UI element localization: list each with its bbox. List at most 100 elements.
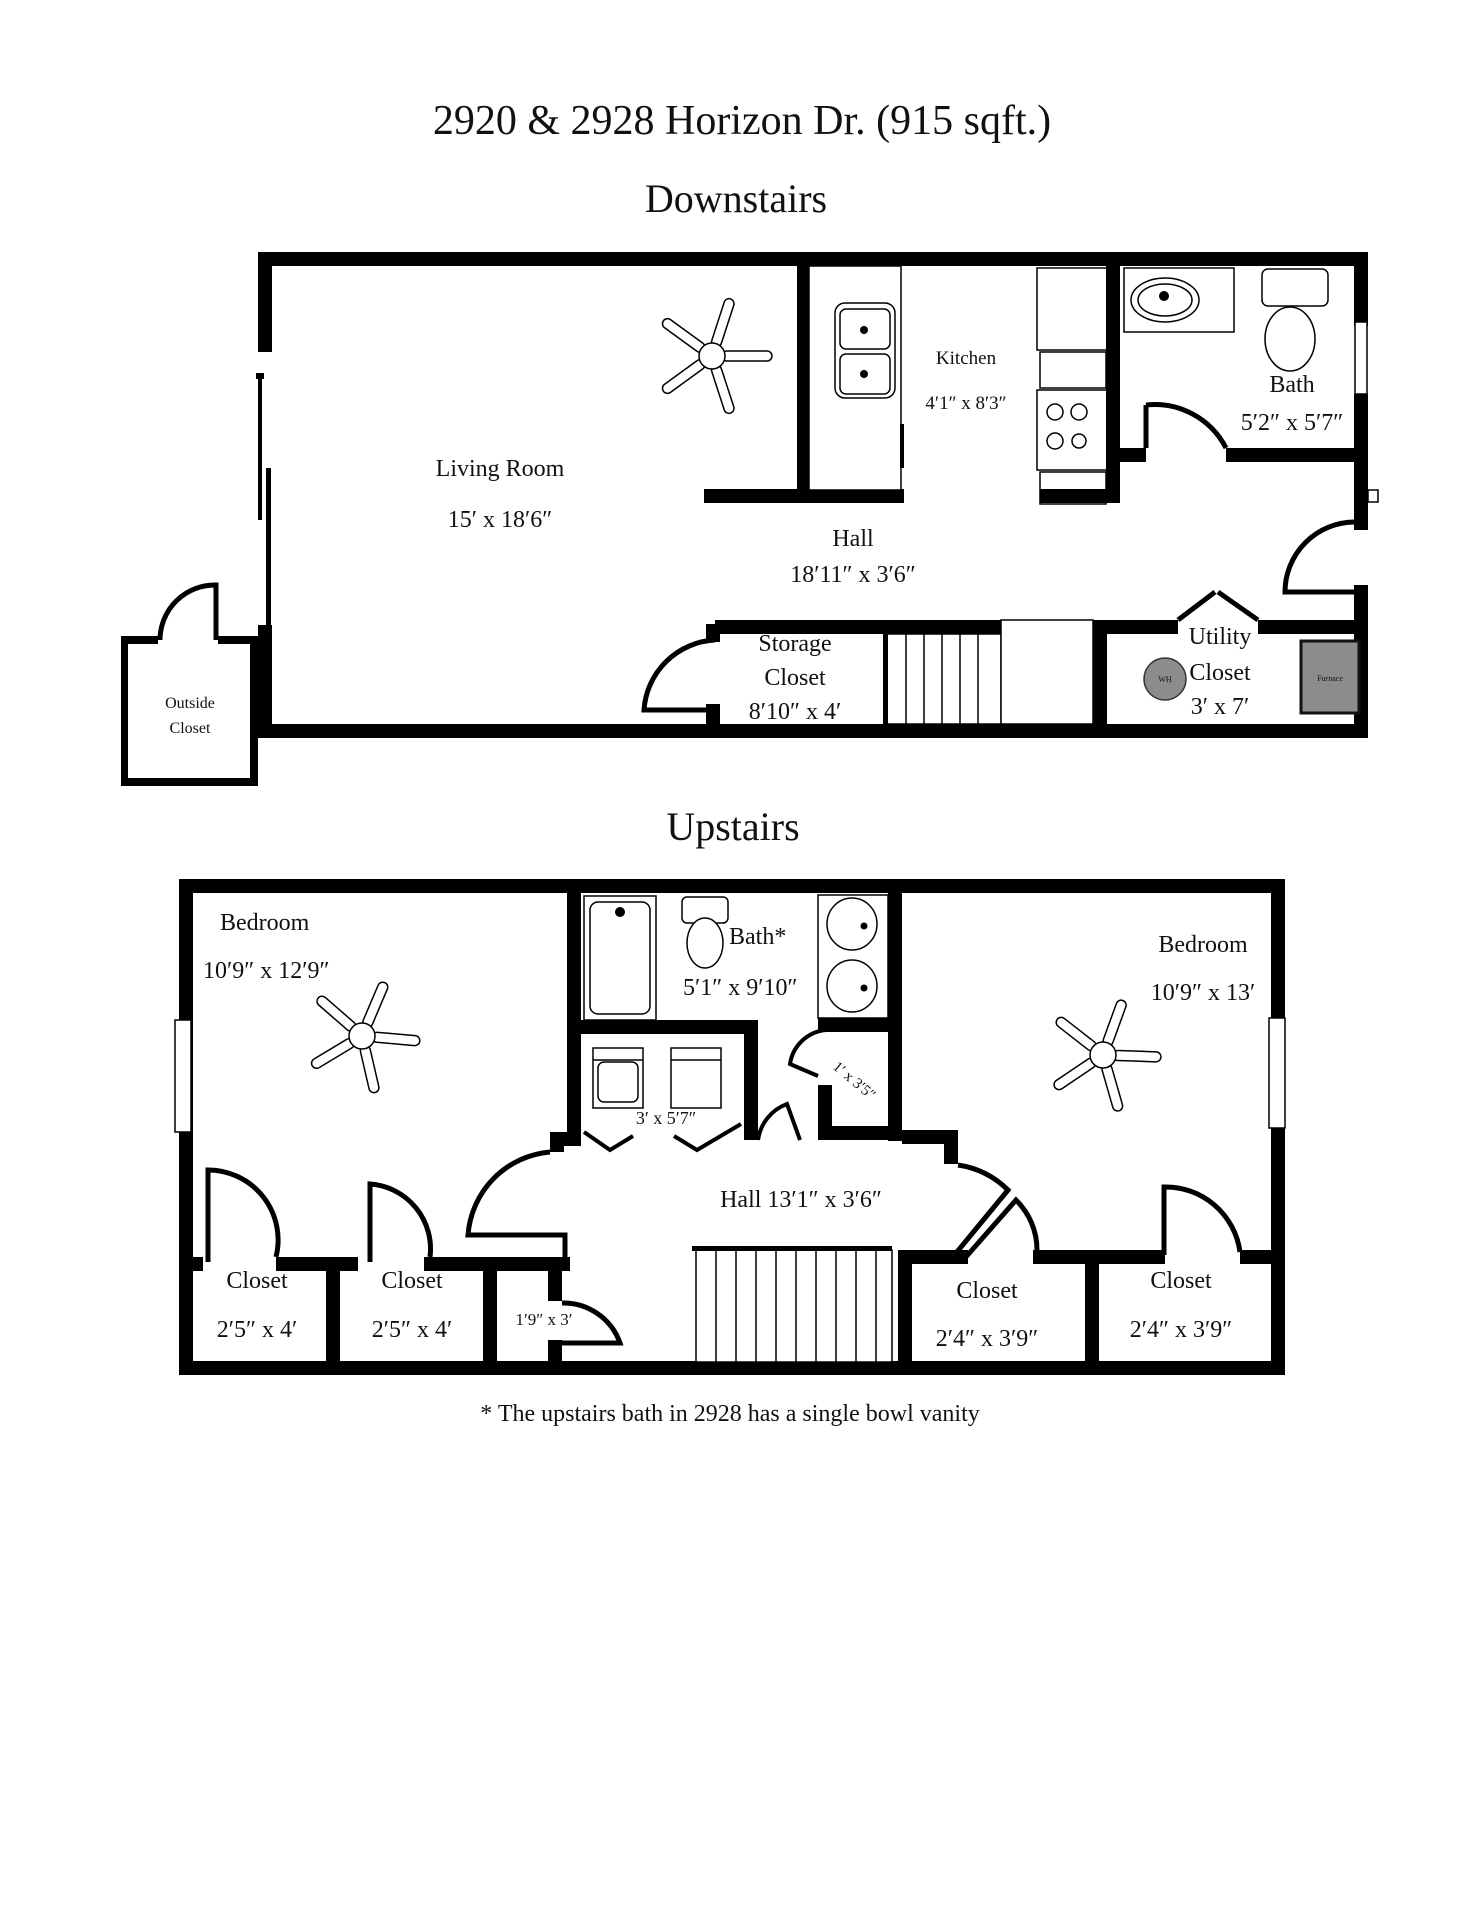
wall <box>706 704 720 726</box>
page-title: 2920 & 2928 Horizon Dr. (915 sqft.) <box>433 98 1051 144</box>
wall <box>1085 1250 1099 1375</box>
wall <box>581 1020 756 1034</box>
closet-label: Closet <box>381 1268 443 1294</box>
wall <box>706 624 720 642</box>
closet-label: Closet <box>1150 1268 1212 1294</box>
bath-label: Bath <box>1269 372 1314 398</box>
vanity-sink <box>826 897 878 951</box>
wall <box>818 1126 902 1140</box>
wall <box>1258 620 1368 634</box>
wall <box>704 489 904 503</box>
closet-door <box>561 1300 624 1346</box>
bedroom-right-size: 10′9″ x 13′ <box>1151 980 1256 1006</box>
wall <box>258 252 1368 266</box>
bedroom-left-size: 10′9″ x 12′9″ <box>203 958 330 984</box>
laundry-door <box>756 1101 802 1141</box>
closet-size: 2′5″ x 4′ <box>217 1317 298 1343</box>
utility-closet-label: Utility <box>1189 624 1252 650</box>
upstairs-bath-label: Bath* <box>729 924 786 950</box>
living-room-size: 15′ x 18′6″ <box>448 507 553 533</box>
laundry-bifold-door <box>582 1122 743 1153</box>
burner <box>1070 403 1088 421</box>
bedroom-left-label: Bedroom <box>220 910 310 936</box>
storage-closet-label: Storage <box>758 631 831 657</box>
wall <box>276 1257 358 1271</box>
drain <box>860 370 868 378</box>
wall <box>898 1250 968 1264</box>
closet-size: 2′4″ x 3′9″ <box>936 1326 1039 1352</box>
wall <box>1093 620 1107 738</box>
wall <box>883 634 888 724</box>
washer-drum <box>597 1061 639 1103</box>
window <box>1354 321 1368 395</box>
closet-door <box>205 1167 281 1262</box>
wall <box>888 879 902 1141</box>
toilet-bowl <box>686 917 724 969</box>
dishwasher-edge <box>900 424 904 468</box>
downstairs-heading: Downstairs <box>645 176 827 221</box>
wall <box>818 1085 832 1140</box>
ceiling-fan-icon <box>661 297 773 415</box>
wall <box>797 252 809 492</box>
wall <box>1093 620 1178 634</box>
wall <box>944 1130 958 1164</box>
drain <box>1159 291 1169 301</box>
toilet-bowl <box>1264 306 1316 372</box>
bedroom-right-label: Bedroom <box>1158 932 1248 958</box>
upstairs-plan: 1′ x 3′5″ <box>174 879 1286 1375</box>
wall <box>1226 448 1368 462</box>
closet-label: Closet <box>956 1278 1018 1304</box>
wall <box>548 1257 562 1301</box>
wall <box>1354 252 1368 326</box>
linen-size: 1′ x 3′5″ <box>829 1059 878 1104</box>
wall <box>179 1361 1285 1375</box>
dryer <box>670 1047 722 1109</box>
burner <box>1046 403 1064 421</box>
wall <box>902 1130 957 1144</box>
drain <box>860 326 868 334</box>
kitchen-size: 4′1″ x 8′3″ <box>925 393 1006 414</box>
drain <box>615 907 625 917</box>
wall <box>1106 448 1146 462</box>
wall <box>179 879 1285 893</box>
wall <box>483 1257 497 1375</box>
water-heater-icon <box>1143 657 1187 701</box>
furnace-label: Furnace <box>1317 674 1343 683</box>
refrigerator <box>1036 267 1108 351</box>
closet-label: Closet <box>226 1268 288 1294</box>
wall <box>744 1020 758 1140</box>
stove <box>1036 389 1108 471</box>
stairs <box>695 1249 893 1363</box>
hall-size: 18′11″ x 3′6″ <box>790 562 916 588</box>
sliding-door <box>266 468 271 628</box>
wall <box>550 1132 564 1152</box>
burner <box>1046 432 1064 450</box>
wall <box>258 724 1368 738</box>
bath-door <box>1143 402 1229 450</box>
storage-door <box>641 637 716 713</box>
wall <box>1106 252 1120 503</box>
window <box>174 1019 192 1133</box>
stairs <box>886 633 1002 725</box>
wall <box>179 1257 203 1271</box>
drain <box>860 984 868 992</box>
bedroom-door-right <box>950 1162 1012 1260</box>
wall <box>567 879 581 1141</box>
front-door <box>1282 519 1355 595</box>
wall <box>1240 1250 1285 1264</box>
closet-door <box>1161 1184 1243 1255</box>
furnace-icon <box>1299 639 1361 715</box>
upstairs-hall-label: Hall 13′1″ x 3′6″ <box>720 1187 882 1213</box>
counter <box>1039 351 1107 389</box>
wall <box>692 1246 892 1251</box>
utility-closet-label: Closet <box>1189 660 1251 686</box>
hall-label: Hall <box>832 526 874 552</box>
kitchen-label: Kitchen <box>936 348 997 369</box>
closet-door <box>367 1181 433 1262</box>
landing <box>1000 619 1094 725</box>
storage-closet-label: Closet <box>764 665 826 691</box>
upstairs-heading: Upstairs <box>666 804 799 849</box>
closet-size: 1′9″ x 3′ <box>515 1310 572 1329</box>
outside-closet-label: Outside <box>165 695 215 712</box>
